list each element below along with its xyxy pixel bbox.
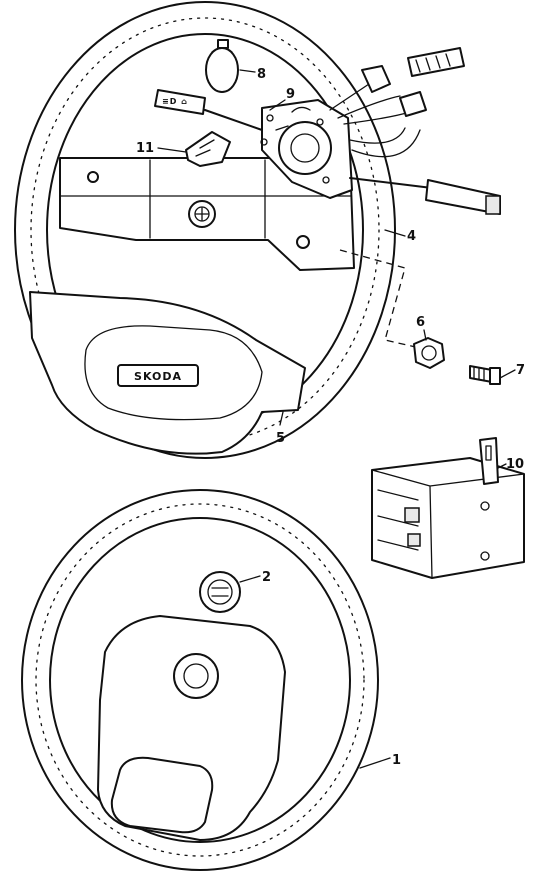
brand-badge-text: SKODA <box>134 370 182 383</box>
callout-8: 8 <box>257 67 266 82</box>
callout-4: 4 <box>407 229 416 244</box>
nut-part <box>413 337 445 369</box>
horn-pad: SKODA <box>29 291 306 455</box>
callout-labels: 1 2 4 5 6 7 8 9 10 11 <box>136 67 525 768</box>
callout-2: 2 <box>262 570 271 585</box>
callout-6: 6 <box>416 315 425 330</box>
combination-switch-assembly: ≡D ⌂ <box>154 47 501 215</box>
horn-button-part <box>199 571 241 613</box>
switch-clip-part <box>185 131 231 167</box>
callout-9: 9 <box>286 87 295 102</box>
bolt-part <box>469 365 501 385</box>
callout-10: 10 <box>506 457 524 472</box>
relay-unit-part <box>371 437 525 579</box>
callout-11: 11 <box>136 141 154 156</box>
lower-steering-wheel <box>21 489 379 871</box>
callout-1: 1 <box>392 753 401 768</box>
horn-ring-part <box>205 39 239 93</box>
left-stalk-symbols: ≡D ⌂ <box>162 97 188 106</box>
callout-leaders <box>157 69 516 769</box>
assembly-guide-line <box>339 249 421 349</box>
brand-badge <box>117 364 199 387</box>
callout-7: 7 <box>516 363 525 378</box>
callout-5: 5 <box>276 431 285 446</box>
